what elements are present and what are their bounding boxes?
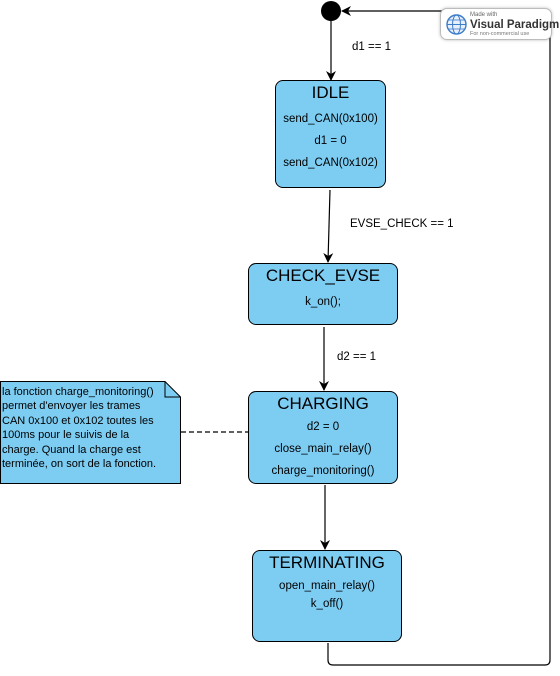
state-action: d2 = 0 [306,421,340,433]
transition-idle-to-check [323,189,334,263]
state-action: d1 = 0 [314,135,347,147]
state-title: TERMINATING [269,553,385,572]
state-action: open_main_relay() [279,580,375,592]
state-action: k_on(); [305,296,341,308]
badge-made-with: Made with [470,12,498,18]
guard-d1: d1 == 1 [352,41,392,53]
state-action: k_off() [310,598,344,610]
state-action: close_main_relay() [274,443,372,455]
note-box[interactable]: la fonction charge_monitoring() permet d… [0,381,181,484]
note-shape [0,381,181,484]
note-line: 100ms pour le suivis de la [2,429,130,442]
note-line: permet d'envoyer les trames [2,400,141,413]
guard-evse-check: EVSE_CHECK == 1 [350,218,454,230]
state-check-evse[interactable]: CHECK_EVSE k_on(); [248,263,398,325]
note-line: CAN 0x100 et 0x102 toutes les [2,414,154,427]
state-idle[interactable]: IDLE send_CAN(0x100) d1 = 0 send_CAN(0x1… [275,80,386,188]
initial-state [321,1,341,21]
state-terminating[interactable]: TERMINATING open_main_relay() k_off() [252,550,402,642]
badge-subtitle: For non-commercial use [470,31,530,37]
note-line: charge. Quand la charge est [2,443,141,456]
guard-d2: d2 == 1 [337,351,377,363]
state-action: send_CAN(0x102) [283,157,378,169]
badge-brand: Visual Paradigm [470,19,560,31]
globe-icon [446,14,467,35]
state-title: CHECK_EVSE [265,266,381,285]
state-charging[interactable]: CHARGING d2 = 0 close_main_relay() charg… [248,391,398,484]
note-line: terminée, on sort de la fonction. [2,458,157,471]
state-action: charge_monitoring() [271,465,375,477]
visual-paradigm-badge[interactable]: Made with Visual Paradigm For non-commer… [440,8,559,40]
state-title: CHARGING [277,394,369,413]
note-line: la fonction charge_monitoring() [2,386,154,398]
state-action: send_CAN(0x100) [283,113,378,125]
state-title: IDLE [311,83,350,102]
